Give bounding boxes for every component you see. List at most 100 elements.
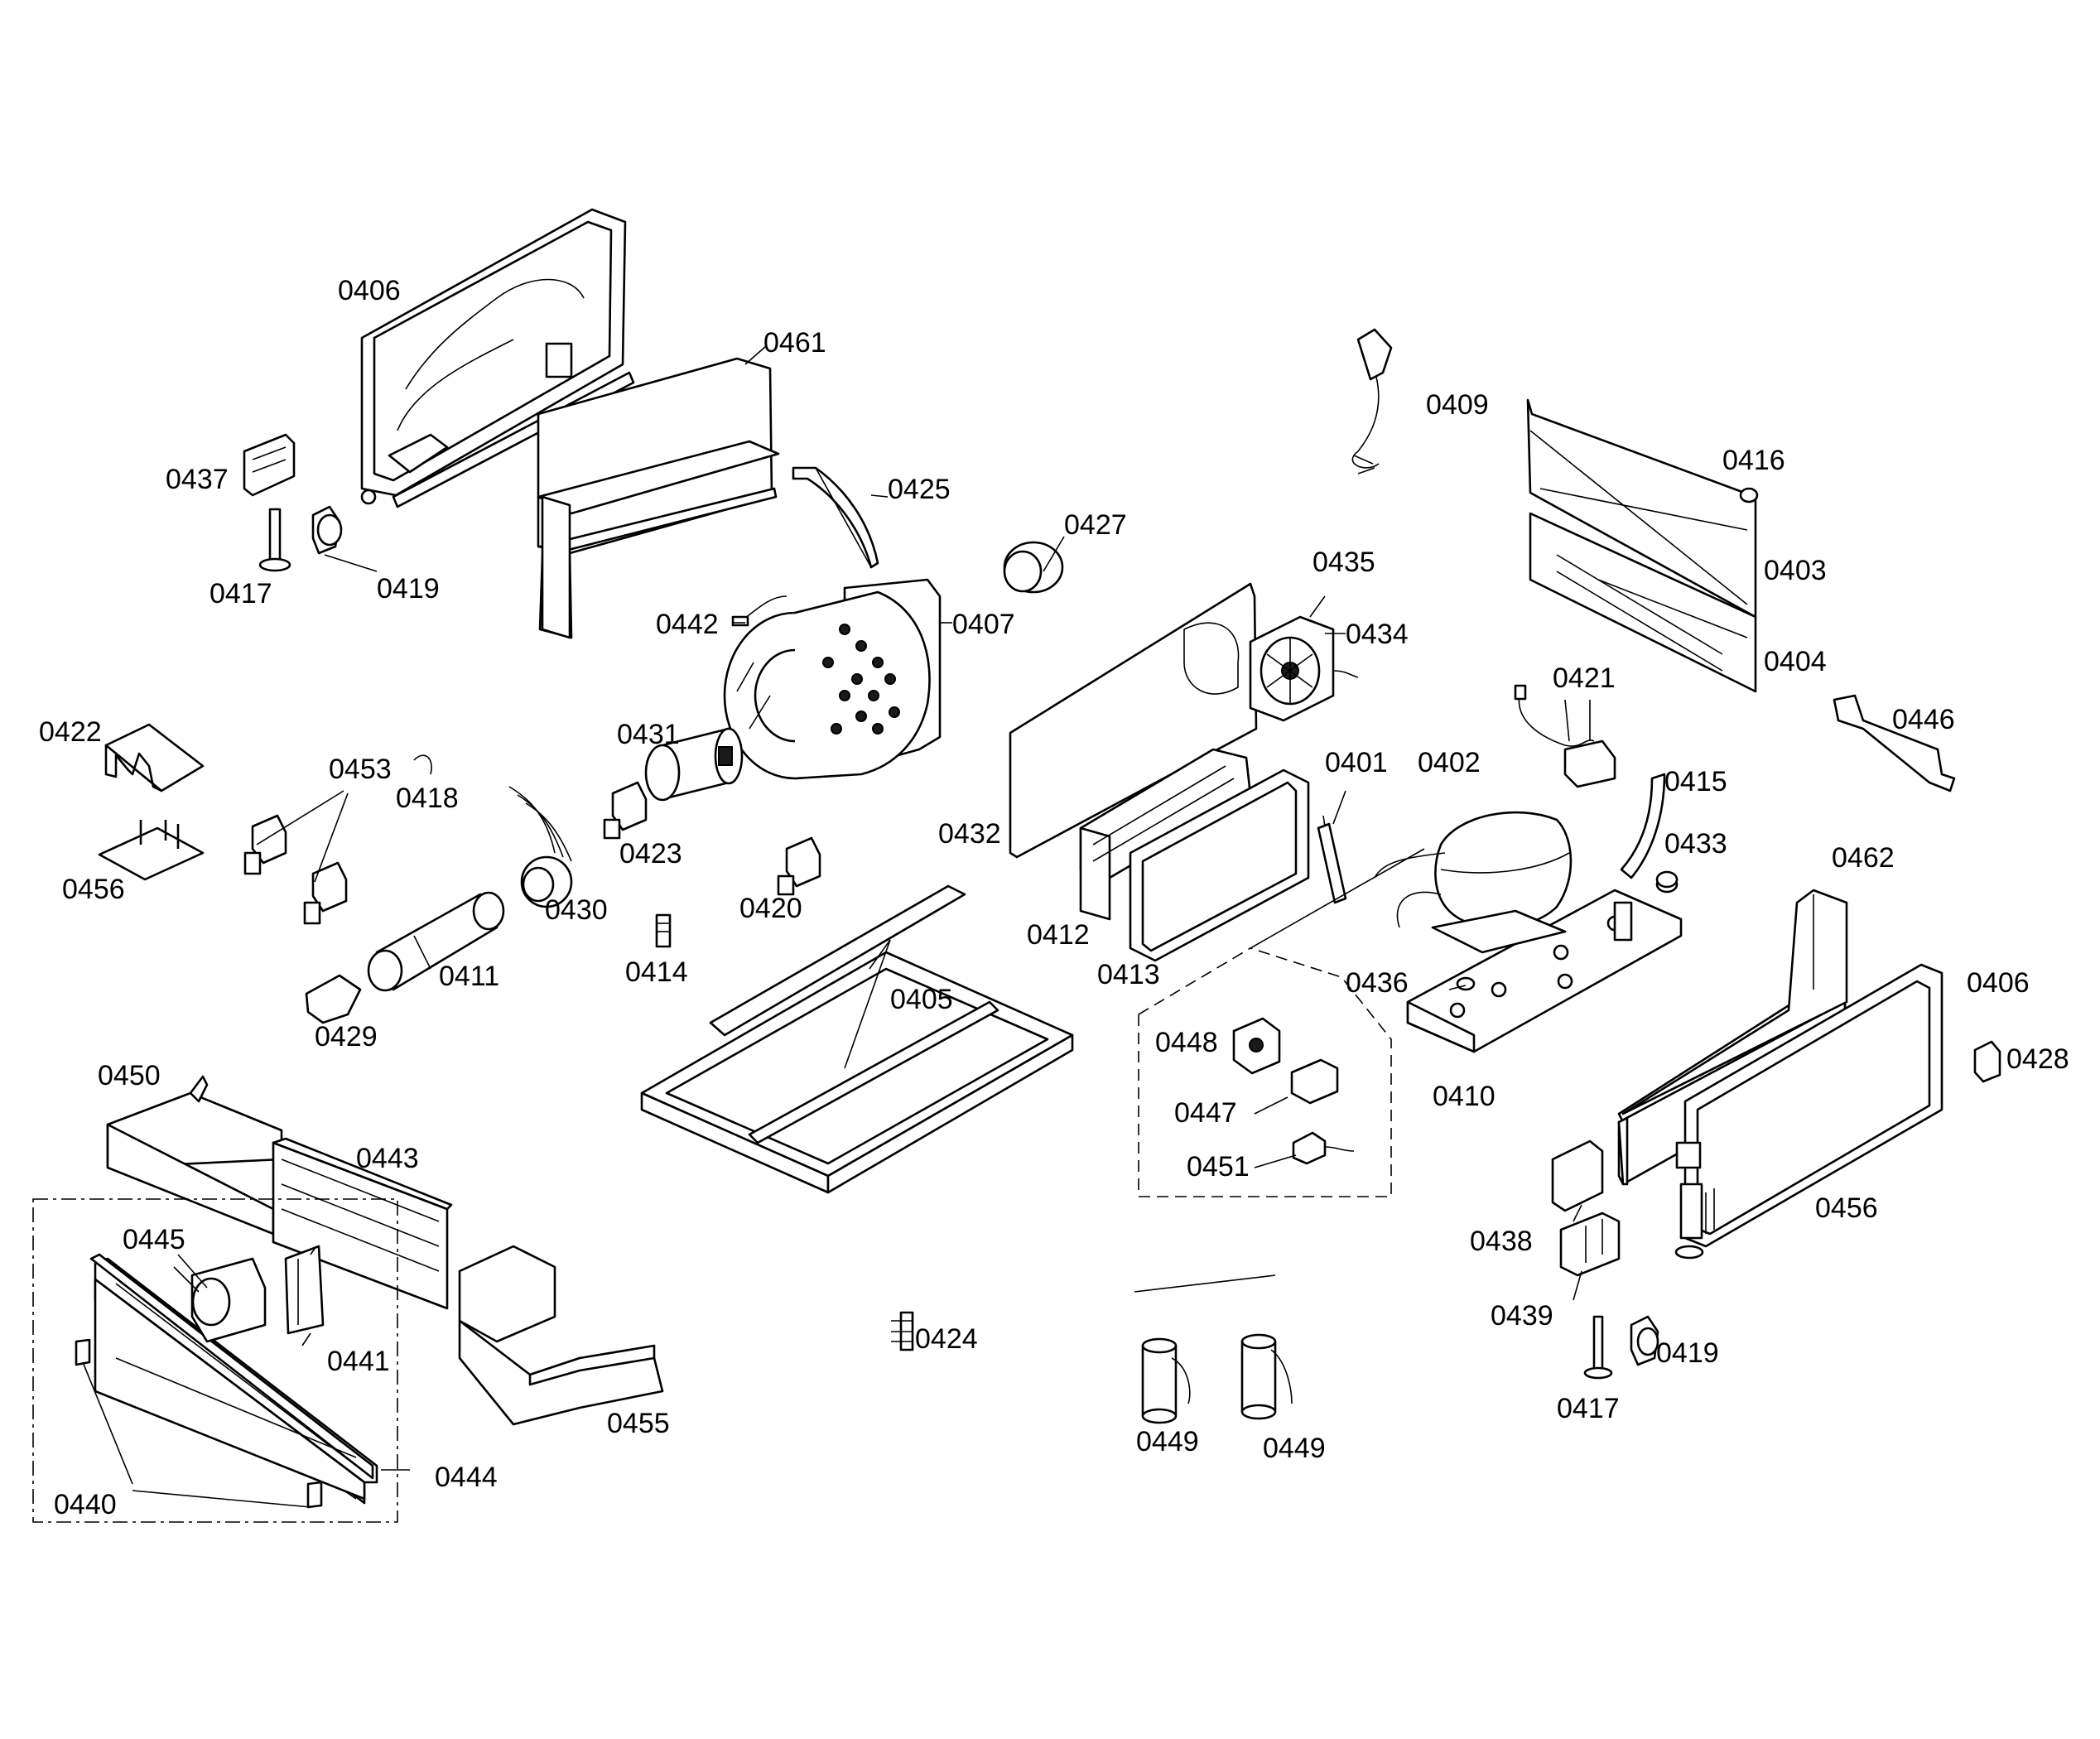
label-0449-b: 0449 <box>1263 1433 1326 1464</box>
label-0438: 0438 <box>1470 1226 1533 1257</box>
label-0412: 0412 <box>1027 919 1090 951</box>
label-0456-left: 0456 <box>62 874 125 905</box>
part-0407-evaporator-fan-housing <box>723 578 942 780</box>
part-0425-fan-shroud <box>792 466 879 569</box>
label-0441: 0441 <box>327 1346 390 1377</box>
part-0446-mounting-bracket <box>1833 694 1956 792</box>
label-0414: 0414 <box>625 956 688 988</box>
label-0421: 0421 <box>1553 662 1616 694</box>
label-0427: 0427 <box>1064 509 1127 541</box>
label-0442: 0442 <box>656 609 719 640</box>
label-0445: 0445 <box>123 1224 185 1255</box>
part-0442-sensor <box>731 595 788 627</box>
part-0445-fan <box>190 1257 267 1343</box>
label-0440: 0440 <box>54 1489 117 1520</box>
label-0432: 0432 <box>938 818 1001 850</box>
label-0401: 0401 <box>1325 747 1388 778</box>
label-0420: 0420 <box>739 893 802 924</box>
label-0410: 0410 <box>1433 1081 1496 1112</box>
label-0407: 0407 <box>952 609 1015 640</box>
callout-labels: 0406 0461 0437 0417 0419 0425 0427 0442 … <box>39 275 2069 1520</box>
label-0403: 0403 <box>1764 555 1827 586</box>
part-0421-relay <box>1514 684 1616 788</box>
part-0414-spacer <box>655 913 672 948</box>
label-0415: 0415 <box>1664 766 1727 797</box>
part-0422-cover <box>104 723 205 792</box>
label-0462: 0462 <box>1832 842 1895 874</box>
label-0437: 0437 <box>166 464 229 495</box>
part-0434-condenser-fan <box>1249 615 1359 722</box>
part-0449-capacitor-a <box>1141 1337 1191 1424</box>
label-0435: 0435 <box>1312 547 1375 578</box>
part-0437-bracket <box>243 433 296 497</box>
label-0431: 0431 <box>617 719 680 750</box>
part-0404-lower-panel <box>1597 579 1748 638</box>
part-0443-grille <box>272 1137 453 1310</box>
label-0434: 0434 <box>1346 619 1409 650</box>
label-0453: 0453 <box>329 754 392 785</box>
part-0436-grommet <box>1456 976 1476 991</box>
part-0439-bracket <box>1559 1212 1621 1277</box>
part-0415-tube <box>1620 773 1666 879</box>
part-0412-evaporator <box>1079 748 1252 921</box>
label-0449-a: 0449 <box>1136 1426 1199 1457</box>
part-0411-filter <box>367 891 505 992</box>
label-0436: 0436 <box>1346 967 1409 999</box>
part-0423-valve <box>603 781 648 840</box>
label-0416: 0416 <box>1722 445 1785 476</box>
part-0448-relay <box>1232 1017 1281 1075</box>
part-0441-bracket <box>284 1245 325 1335</box>
label-0444: 0444 <box>435 1462 498 1493</box>
group-kick-plate-assembly <box>32 1198 398 1523</box>
part-0440-pads <box>75 1338 323 1509</box>
label-0447: 0447 <box>1174 1097 1237 1129</box>
part-0455-duct <box>458 1245 664 1426</box>
label-0413: 0413 <box>1097 959 1160 990</box>
part-0461-side-panel <box>537 357 780 639</box>
part-0405-drain-tray <box>640 884 1074 1194</box>
part-0424-clip <box>891 1311 914 1351</box>
part-0444-kick-plate <box>89 1253 378 1505</box>
part-0453-water-valve <box>243 814 348 925</box>
label-0461: 0461 <box>763 327 826 359</box>
label-0404: 0404 <box>1764 646 1827 677</box>
label-0417: 0417 <box>210 578 272 609</box>
part-0438-bracket <box>1551 1139 1604 1212</box>
part-0433-grommet <box>1655 870 1679 894</box>
label-0419: 0419 <box>377 573 440 605</box>
label-0450: 0450 <box>98 1060 161 1091</box>
label-0439: 0439 <box>1491 1300 1553 1332</box>
label-0411: 0411 <box>439 961 499 992</box>
label-0418: 0418 <box>396 783 459 814</box>
part-0430-wire-harness <box>508 786 573 908</box>
part-0450-duct <box>106 1075 283 1236</box>
label-0428: 0428 <box>2006 1043 2069 1075</box>
part-0401-dryer <box>1317 815 1347 904</box>
label-0417-right: 0417 <box>1557 1393 1620 1424</box>
part-0403-rear-panel <box>1526 398 1757 693</box>
label-0409: 0409 <box>1426 389 1489 421</box>
part-0402-compressor <box>1374 811 1573 954</box>
part-0449-capacitor-b <box>1240 1333 1293 1420</box>
part-0427-cap <box>1003 541 1064 594</box>
label-0448: 0448 <box>1155 1027 1218 1058</box>
label-0446: 0446 <box>1892 704 1955 735</box>
part-0416-plug <box>1739 487 1759 503</box>
part-0431-capacitor <box>644 727 744 802</box>
part-0419-roller-right <box>1630 1315 1659 1366</box>
label-0423: 0423 <box>619 838 682 870</box>
part-0418-clip <box>413 754 432 775</box>
label-0430: 0430 <box>545 894 608 926</box>
part-0451-connector <box>1292 1131 1355 1165</box>
label-0451: 0451 <box>1187 1151 1250 1183</box>
leader-lines <box>82 345 1591 1508</box>
part-0432-condenser-plate <box>1009 582 1258 859</box>
label-0456-right: 0456 <box>1815 1192 1878 1224</box>
part-0447-overload <box>1290 1058 1339 1105</box>
part-0428-switch <box>1973 1040 2001 1083</box>
label-0443: 0443 <box>356 1143 419 1174</box>
label-0402: 0402 <box>1418 747 1481 778</box>
part-0417-leveling-screw-right <box>1583 1315 1613 1380</box>
label-0419-right: 0419 <box>1656 1337 1719 1369</box>
